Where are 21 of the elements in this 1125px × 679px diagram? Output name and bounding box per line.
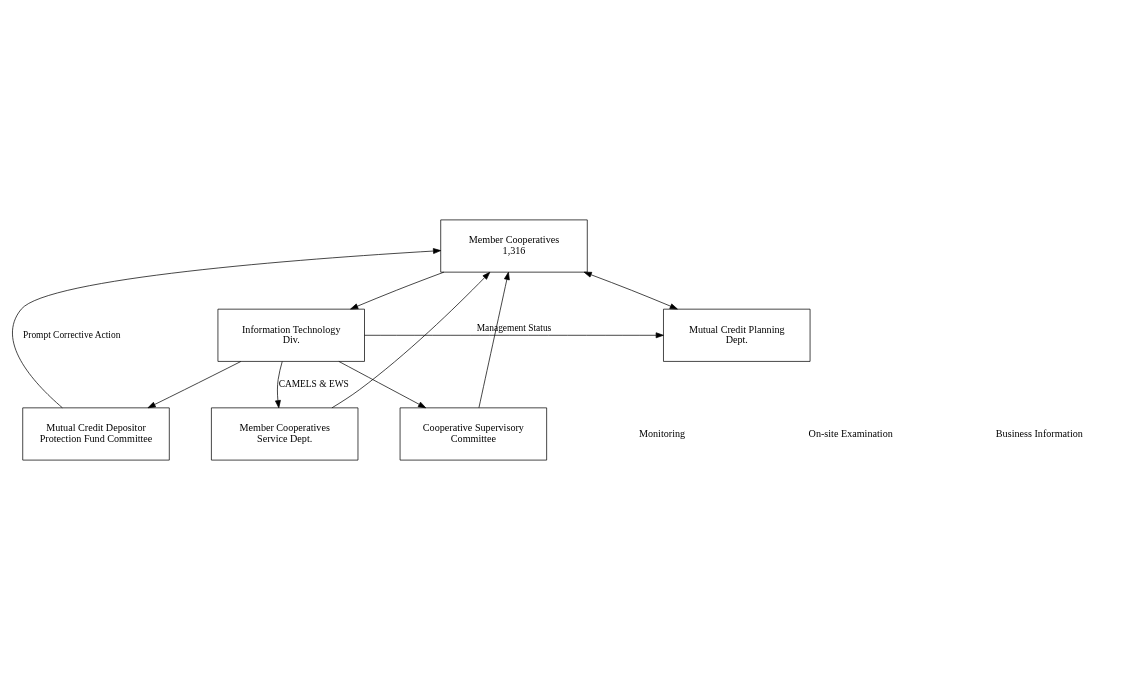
node-box: Member Cooperatives 1,316 [440, 219, 588, 272]
arrow [350, 271, 445, 309]
label: On-site Examination [808, 427, 893, 439]
arrow [275, 360, 283, 408]
arrow [338, 360, 427, 408]
arrow [147, 360, 242, 408]
arrow [12, 247, 442, 408]
label: Monitoring [638, 427, 686, 439]
edge-label: Management Status [476, 321, 552, 332]
node-box: Cooperative Supervisory Committee [399, 407, 547, 460]
edge-label: CAMELS & EWS [278, 378, 349, 389]
node-box: Member Cooperatives Service Dept. [211, 407, 359, 460]
arrow [478, 271, 510, 408]
arrow [364, 331, 664, 338]
arrow [583, 271, 678, 309]
edge-label: Prompt Corrective Action [23, 329, 121, 340]
arrow [331, 271, 491, 408]
node-box: Mutual Credit Planning Dept. [663, 308, 811, 362]
node-box: Information Technology Div. [217, 308, 365, 362]
label: Business Information [995, 427, 1083, 439]
node-box: Mutual Credit Depositor Protection Fund Committee [22, 407, 170, 460]
